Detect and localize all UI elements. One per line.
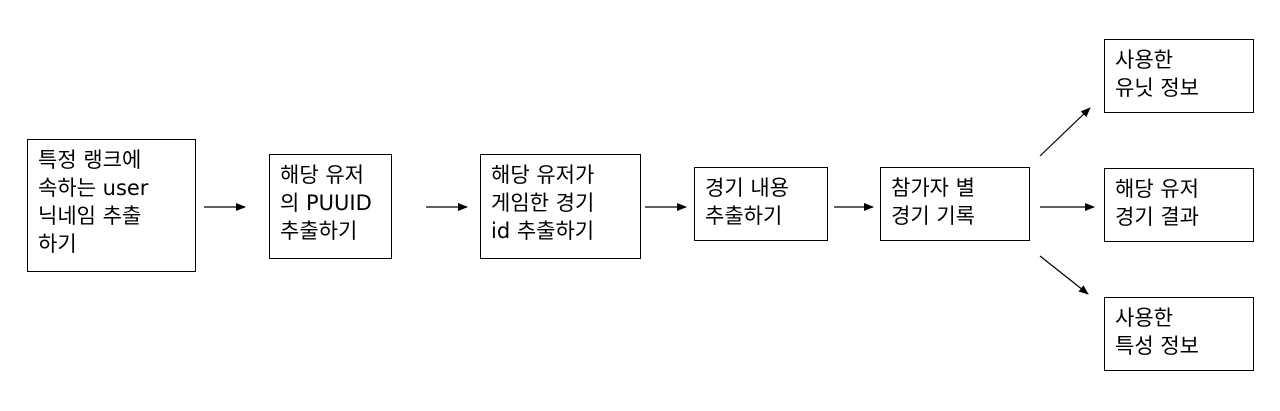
node-extract-match-content: 경기 내용 추출하기 — [694, 167, 828, 241]
arrow-records-to-units — [1039, 107, 1091, 157]
node-participant-records: 참가자 별 경기 기록 — [880, 167, 1030, 241]
node-unit-info: 사용한 유닛 정보 — [1104, 39, 1254, 113]
node-match-result: 해당 유저 경기 결과 — [1104, 168, 1254, 242]
node-extract-nicknames: 특정 랭크에 속하는 user 닉네임 추출 하기 — [27, 139, 196, 272]
arrow-records-to-traits — [1039, 255, 1089, 295]
node-extract-match-ids: 해당 유저가 게임한 경기 id 추출하기 — [480, 154, 641, 259]
node-extract-puuid: 해당 유저 의 PUUID 추출하기 — [269, 154, 392, 259]
node-trait-info: 사용한 특성 정보 — [1104, 297, 1254, 371]
